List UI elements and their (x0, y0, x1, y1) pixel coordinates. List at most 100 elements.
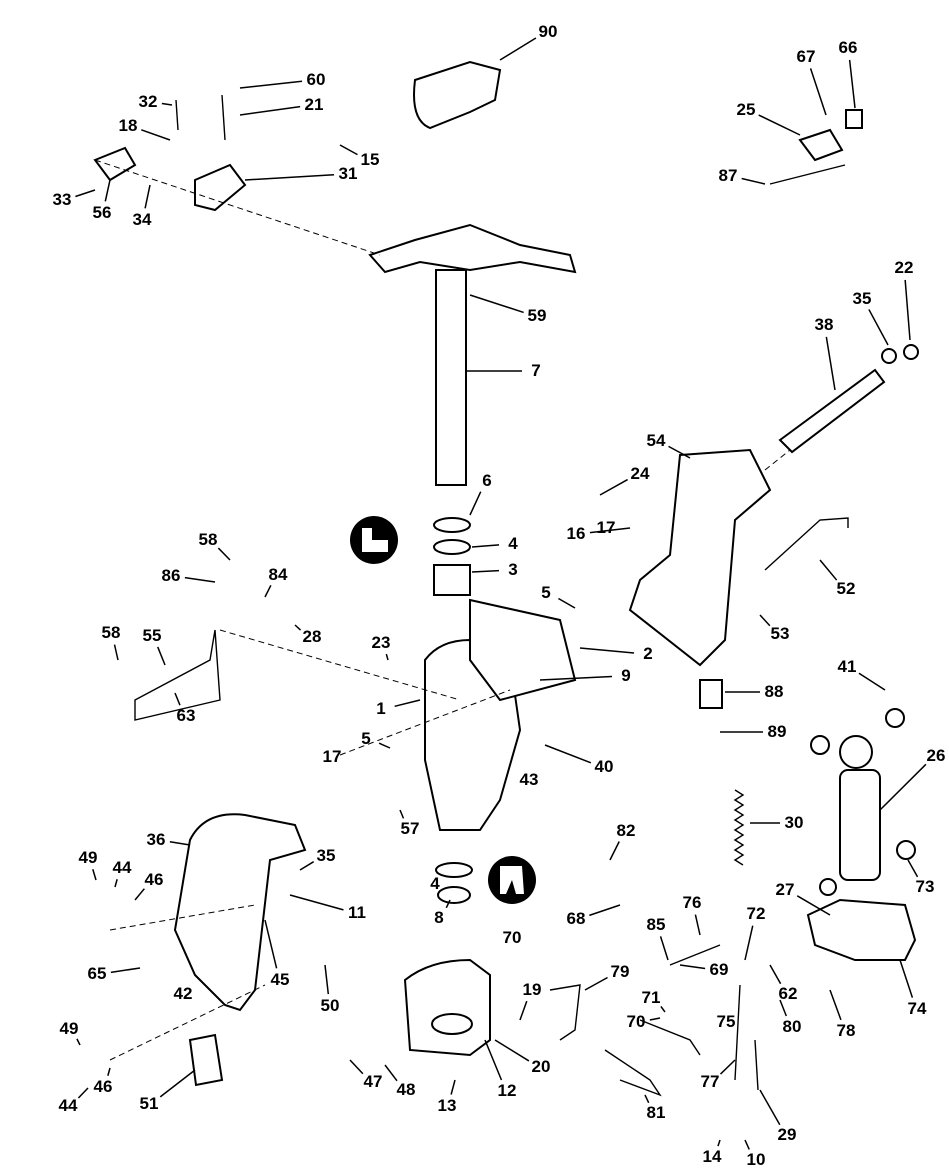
callout-label-45: 45 (270, 970, 290, 989)
part-bushing-3 (433, 564, 471, 596)
leader-line (779, 999, 788, 1017)
leader-line (469, 491, 482, 516)
leader-line (599, 478, 628, 496)
callout-label-22: 22 (894, 258, 914, 277)
leader-line (584, 976, 608, 991)
callout-label-75: 75 (716, 1012, 736, 1031)
callout-label-10: 10 (746, 1150, 766, 1168)
callout-label-15: 15 (360, 150, 380, 169)
callout-label-33: 33 (52, 190, 72, 209)
leader-line (469, 294, 524, 314)
leader-line (114, 879, 118, 888)
callout-label-47: 47 (363, 1072, 383, 1091)
callout-label-70: 70 (626, 1012, 646, 1031)
callout-label-81: 81 (646, 1103, 666, 1122)
leader-line (809, 68, 827, 116)
leader-line (717, 1139, 721, 1147)
leader-line (659, 936, 669, 961)
callout-label-89: 89 (767, 722, 787, 741)
leader-line (904, 279, 911, 341)
part-steering-arm (368, 223, 577, 274)
callout-label-65: 65 (87, 964, 107, 983)
callout-label-73: 73 (915, 877, 935, 896)
leader-line (899, 959, 914, 998)
callout-label-16: 16 (566, 524, 586, 543)
leader-line (264, 584, 272, 598)
callout-label-24: 24 (630, 464, 650, 483)
leader-line (157, 646, 166, 666)
callout-label-90: 90 (538, 22, 558, 41)
callout-label-46: 46 (144, 870, 164, 889)
leader-line (819, 559, 838, 581)
leader-line (378, 742, 391, 749)
leader-line (758, 114, 801, 136)
callout-label-17: 17 (322, 747, 342, 766)
callout-label-14: 14 (702, 1147, 722, 1166)
callout-label-23: 23 (371, 633, 391, 652)
callout-label-44: 44 (58, 1096, 78, 1115)
leader-line (744, 1139, 750, 1150)
callout-label-80: 80 (782, 1017, 802, 1036)
leader-line (879, 763, 927, 811)
callout-label-35: 35 (852, 289, 872, 308)
part-lever-55 (134, 629, 221, 721)
callout-label-21: 21 (304, 95, 324, 114)
leader-line (174, 692, 181, 706)
part-tilt-tube (778, 368, 886, 454)
part-block-31 (194, 163, 247, 212)
callout-label-1: 1 (376, 699, 386, 718)
leader-line (484, 1039, 503, 1081)
callout-label-87: 87 (718, 166, 738, 185)
callout-label-4: 4 (508, 534, 518, 553)
leader-line (558, 597, 576, 609)
callout-label-38: 38 (814, 315, 834, 334)
leader-line (169, 841, 191, 846)
part-bushing (433, 539, 471, 555)
callout-label-8: 8 (434, 908, 444, 927)
part-cover (413, 60, 502, 130)
leader-line (294, 624, 302, 631)
part-shock-absorber (839, 769, 881, 881)
leader-line (399, 809, 405, 819)
callout-label-32: 32 (138, 92, 158, 111)
leader-line (499, 37, 537, 61)
leader-line (858, 672, 886, 691)
leader-line (384, 1064, 398, 1082)
callout-label-11: 11 (348, 903, 366, 922)
callout-label-84: 84 (268, 565, 288, 584)
leader-line (679, 964, 706, 970)
leader-line (104, 179, 111, 202)
leader-line (471, 544, 500, 548)
leader-line (519, 1000, 528, 1021)
callout-label-54: 54 (646, 431, 666, 450)
callout-label-52: 52 (836, 579, 856, 598)
leader-line (217, 547, 231, 561)
leader-line (339, 144, 358, 156)
leader-line (694, 914, 701, 936)
leader-line (494, 1039, 530, 1062)
callout-label-59: 59 (527, 306, 547, 325)
leader-line (159, 1069, 196, 1098)
callout-label-46: 46 (93, 1077, 113, 1096)
leader-line (649, 1017, 661, 1021)
callout-label-86: 86 (161, 566, 181, 585)
callout-label-71: 71 (641, 988, 661, 1007)
callout-label-26: 26 (926, 746, 946, 765)
leader-line (324, 964, 330, 995)
callout-label-88: 88 (764, 682, 784, 701)
leader-line (110, 967, 141, 974)
callout-label-66: 66 (838, 38, 858, 57)
callout-label-17: 17 (596, 518, 616, 537)
callout-label-3: 3 (508, 560, 518, 579)
callout-label-79: 79 (610, 962, 630, 981)
leader-line (299, 861, 315, 871)
part-block-88 (699, 679, 723, 709)
leader-line (769, 964, 782, 985)
leader-line (264, 919, 278, 969)
callout-label-78: 78 (836, 1021, 856, 1040)
callout-label-2: 2 (643, 644, 653, 663)
callout-label-58: 58 (198, 530, 218, 549)
callout-label-49: 49 (78, 848, 98, 867)
leader-line (589, 527, 631, 534)
